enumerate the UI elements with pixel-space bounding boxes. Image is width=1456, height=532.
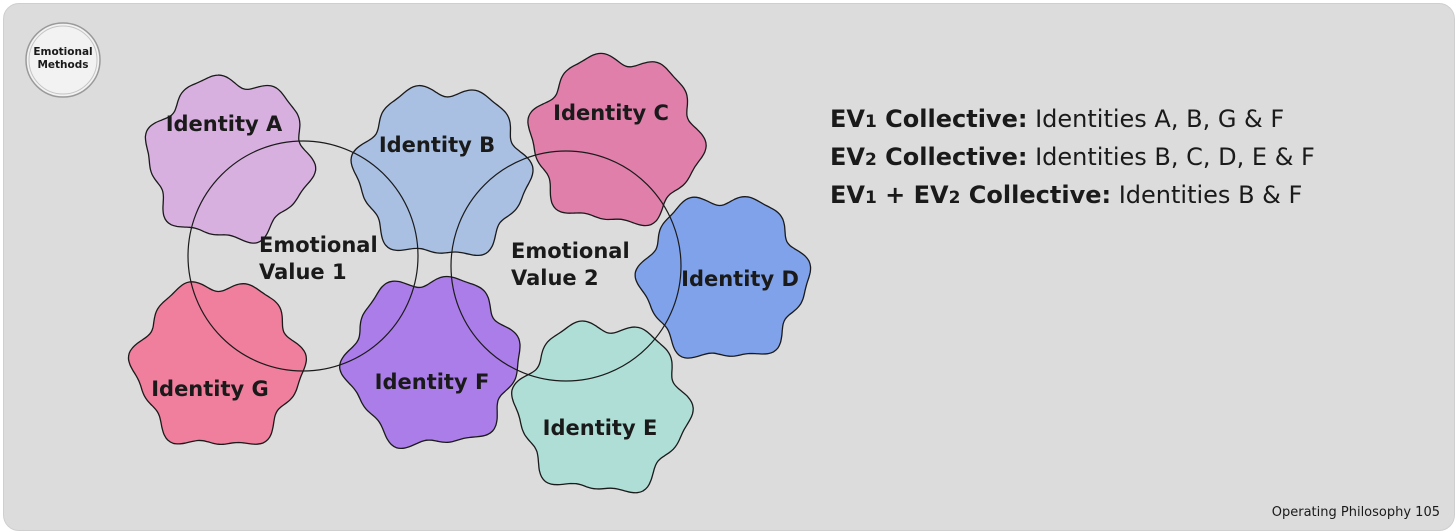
identity-b-label: Identity B <box>379 133 495 157</box>
legend-ev12-sub2: 2 <box>948 188 961 208</box>
identity-diagram: Emotional Methods Identity A Identity B … <box>25 22 812 494</box>
identity-b-blob <box>350 84 534 257</box>
identity-c-blob <box>527 52 707 227</box>
logo-line-1: Emotional <box>33 46 92 58</box>
emotional-value-1-label-line-1: Emotional <box>259 233 378 257</box>
emotional-value-1-label-line-2: Value 1 <box>259 260 347 284</box>
identity-c-label: Identity C <box>553 101 669 125</box>
legend-ev12-mid: + EV <box>876 181 949 209</box>
emotional-value-2-circle <box>450 150 682 382</box>
legend-ev12-sub: 1 <box>864 188 877 208</box>
legend-row-ev2: EV2 Collective: Identities B, C, D, E & … <box>830 140 1315 178</box>
legend-ev12-members: Identities B & F <box>1111 181 1303 209</box>
legend-ev2-prefix: EV <box>830 143 865 171</box>
identity-d-label: Identity D <box>681 267 799 291</box>
identity-g-blob <box>127 281 308 446</box>
legend-ev12-title: Collective: <box>960 181 1112 209</box>
identity-a-blob <box>144 74 317 244</box>
identity-e-label: Identity E <box>543 416 658 440</box>
legend-ev2-members: Identities B, C, D, E & F <box>1027 143 1315 171</box>
legend-ev1-prefix: EV <box>830 105 865 133</box>
legend-ev12-prefix: EV <box>830 181 865 209</box>
logo-line-2: Methods <box>37 59 88 71</box>
identity-a-label: Identity A <box>166 112 283 136</box>
legend-row-ev1: EV1 Collective: Identities A, B, G & F <box>830 102 1315 140</box>
identity-e-blob <box>511 320 694 494</box>
emotional-value-2-label-line-2: Value 2 <box>511 266 599 290</box>
identity-blobs <box>127 52 812 494</box>
legend-ev2-sub: 2 <box>864 150 877 170</box>
collective-legend: EV1 Collective: Identities A, B, G & F E… <box>830 102 1315 216</box>
legend-ev1-members: Identities A, B, G & F <box>1027 105 1285 133</box>
identity-f-blob <box>339 275 521 450</box>
legend-ev1-sub: 1 <box>864 112 877 132</box>
legend-row-ev1-ev2: EV1 + EV2 Collective: Identities B & F <box>830 178 1315 216</box>
emotional-value-1-circle <box>187 140 419 372</box>
legend-ev2-title: Collective: <box>876 143 1028 171</box>
emotional-methods-logo: Emotional Methods <box>25 22 101 98</box>
diagram-card: Emotional Methods Identity A Identity B … <box>3 3 1455 531</box>
identity-f-label: Identity F <box>375 370 490 394</box>
identity-d-blob <box>634 196 812 359</box>
legend-ev1-title: Collective: <box>876 105 1028 133</box>
emotional-value-2-label-line-1: Emotional <box>511 239 630 263</box>
identity-g-label: Identity G <box>151 377 269 401</box>
footer-caption: Operating Philosophy 105 <box>1271 505 1440 520</box>
